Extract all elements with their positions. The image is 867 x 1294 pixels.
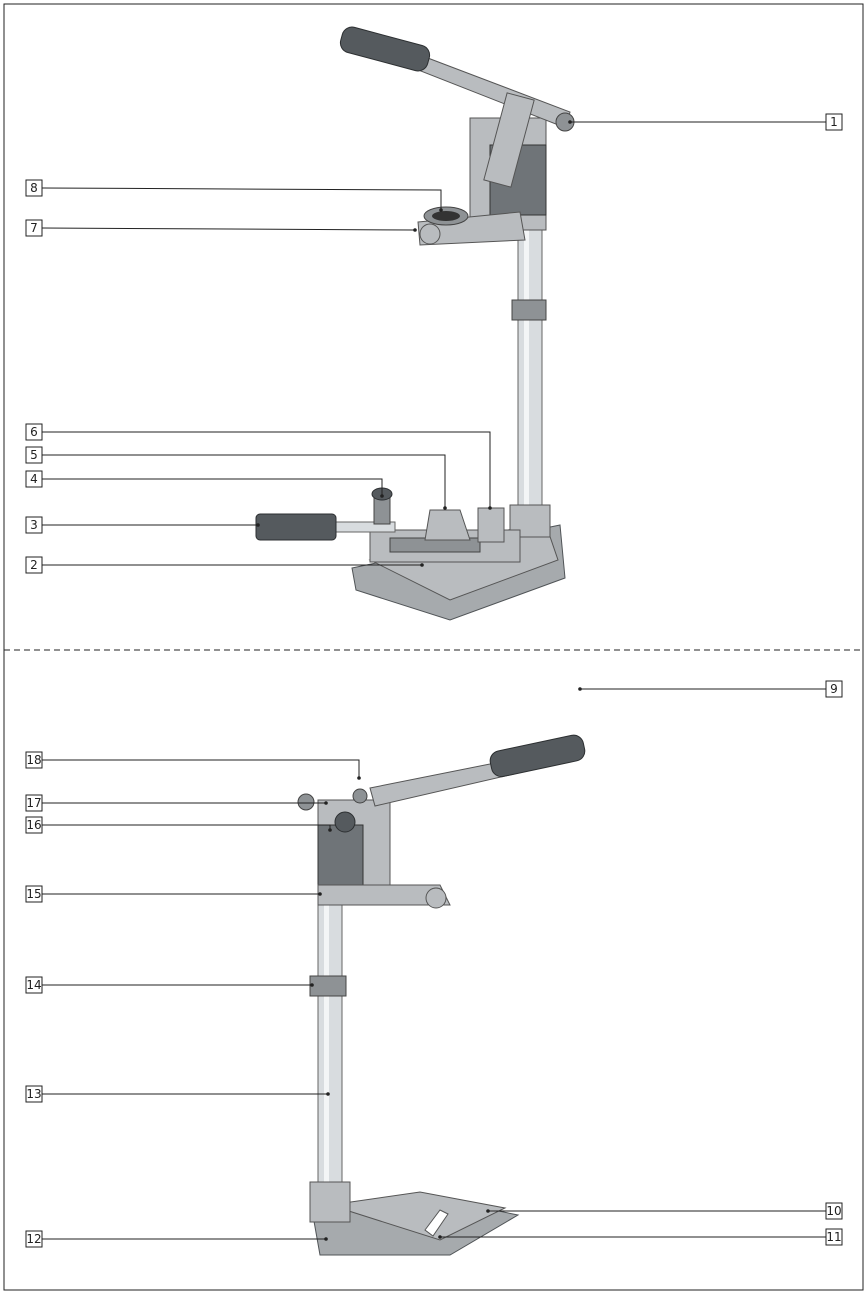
callout-label: 7 [30, 221, 38, 235]
drill-stand-top-view [255, 26, 575, 621]
callout-label: 9 [830, 682, 838, 696]
callout-label: 5 [30, 448, 38, 462]
callout-box [25, 794, 43, 812]
callout-anchor-dot [380, 494, 384, 498]
callout-leader-line [42, 759, 360, 778]
callout-anchor-dot [488, 506, 492, 510]
callout-anchor-dot [438, 1235, 442, 1239]
callout-8: 8 [25, 179, 443, 212]
callout-box [825, 680, 843, 698]
callout-box [25, 751, 43, 769]
callout-box [25, 470, 43, 488]
callout-label: 11 [826, 1230, 841, 1244]
callout-label: 2 [30, 558, 38, 572]
callout-4: 4 [25, 470, 384, 498]
callout-leader-line [41, 227, 416, 231]
callout-anchor-dot [443, 506, 447, 510]
callout-anchor-dot [324, 1237, 328, 1241]
callout-16: 16 [25, 816, 332, 834]
callout-label: 4 [30, 472, 38, 486]
callout-box [25, 1230, 43, 1248]
callout-9: 9 [578, 680, 843, 698]
callout-12: 12 [25, 1230, 328, 1248]
callout-15: 15 [25, 885, 322, 903]
callout-label: 16 [26, 818, 41, 832]
callout-anchor-dot [324, 801, 328, 805]
callout-leader-line [42, 478, 383, 496]
callout-label: 10 [826, 1204, 841, 1218]
callout-11: 11 [438, 1228, 843, 1246]
callout-14: 14 [25, 976, 314, 994]
callout-box [825, 1228, 843, 1246]
callout-17: 17 [25, 794, 328, 812]
callout-label: 12 [26, 1232, 41, 1246]
callout-anchor-dot [413, 228, 417, 232]
callout-leader-line [42, 431, 491, 508]
drill-stand-side-view [297, 734, 586, 1256]
callout-label: 6 [30, 425, 38, 439]
callout-label: 3 [30, 518, 38, 532]
callout-box [25, 423, 43, 441]
callout-label: 17 [26, 796, 41, 810]
callout-box [25, 446, 43, 464]
callout-1: 1 [568, 113, 843, 131]
callout-anchor-dot [326, 1092, 330, 1096]
callout-box [25, 219, 43, 237]
callout-box [25, 976, 43, 994]
callout-anchor-dot [328, 828, 332, 832]
callout-box [25, 179, 43, 197]
callout-18: 18 [25, 751, 361, 780]
callout-anchor-dot [256, 523, 260, 527]
callout-13: 13 [25, 1085, 330, 1103]
callout-leader-line [42, 454, 446, 508]
callout-leader-line [42, 824, 331, 830]
callout-label: 14 [26, 978, 41, 992]
callout-2: 2 [25, 556, 424, 574]
callout-box [825, 113, 843, 131]
callout-anchor-dot [439, 208, 443, 212]
callout-7: 7 [25, 219, 417, 237]
callout-anchor-dot [310, 983, 314, 987]
callout-box [25, 556, 43, 574]
callout-box [25, 1085, 43, 1103]
callout-anchor-dot [486, 1209, 490, 1213]
callout-5: 5 [25, 446, 447, 510]
callout-label: 1 [830, 115, 838, 129]
callout-anchor-dot [568, 120, 572, 124]
callout-label: 8 [30, 181, 38, 195]
callout-label: 15 [26, 887, 41, 901]
callout-anchor-dot [420, 563, 424, 567]
callout-box [25, 516, 43, 534]
callout-leader-line [41, 187, 442, 210]
callout-box [25, 816, 43, 834]
callout-3: 3 [25, 516, 260, 534]
callout-box [25, 885, 43, 903]
callout-box [825, 1202, 843, 1220]
callout-label: 13 [26, 1087, 41, 1101]
callout-10: 10 [486, 1202, 843, 1220]
callout-anchor-dot [318, 892, 322, 896]
callout-label: 18 [26, 753, 41, 767]
callout-anchor-dot [578, 687, 582, 691]
page-frame [3, 3, 864, 1291]
callout-6: 6 [25, 423, 492, 510]
callout-anchor-dot [357, 776, 361, 780]
